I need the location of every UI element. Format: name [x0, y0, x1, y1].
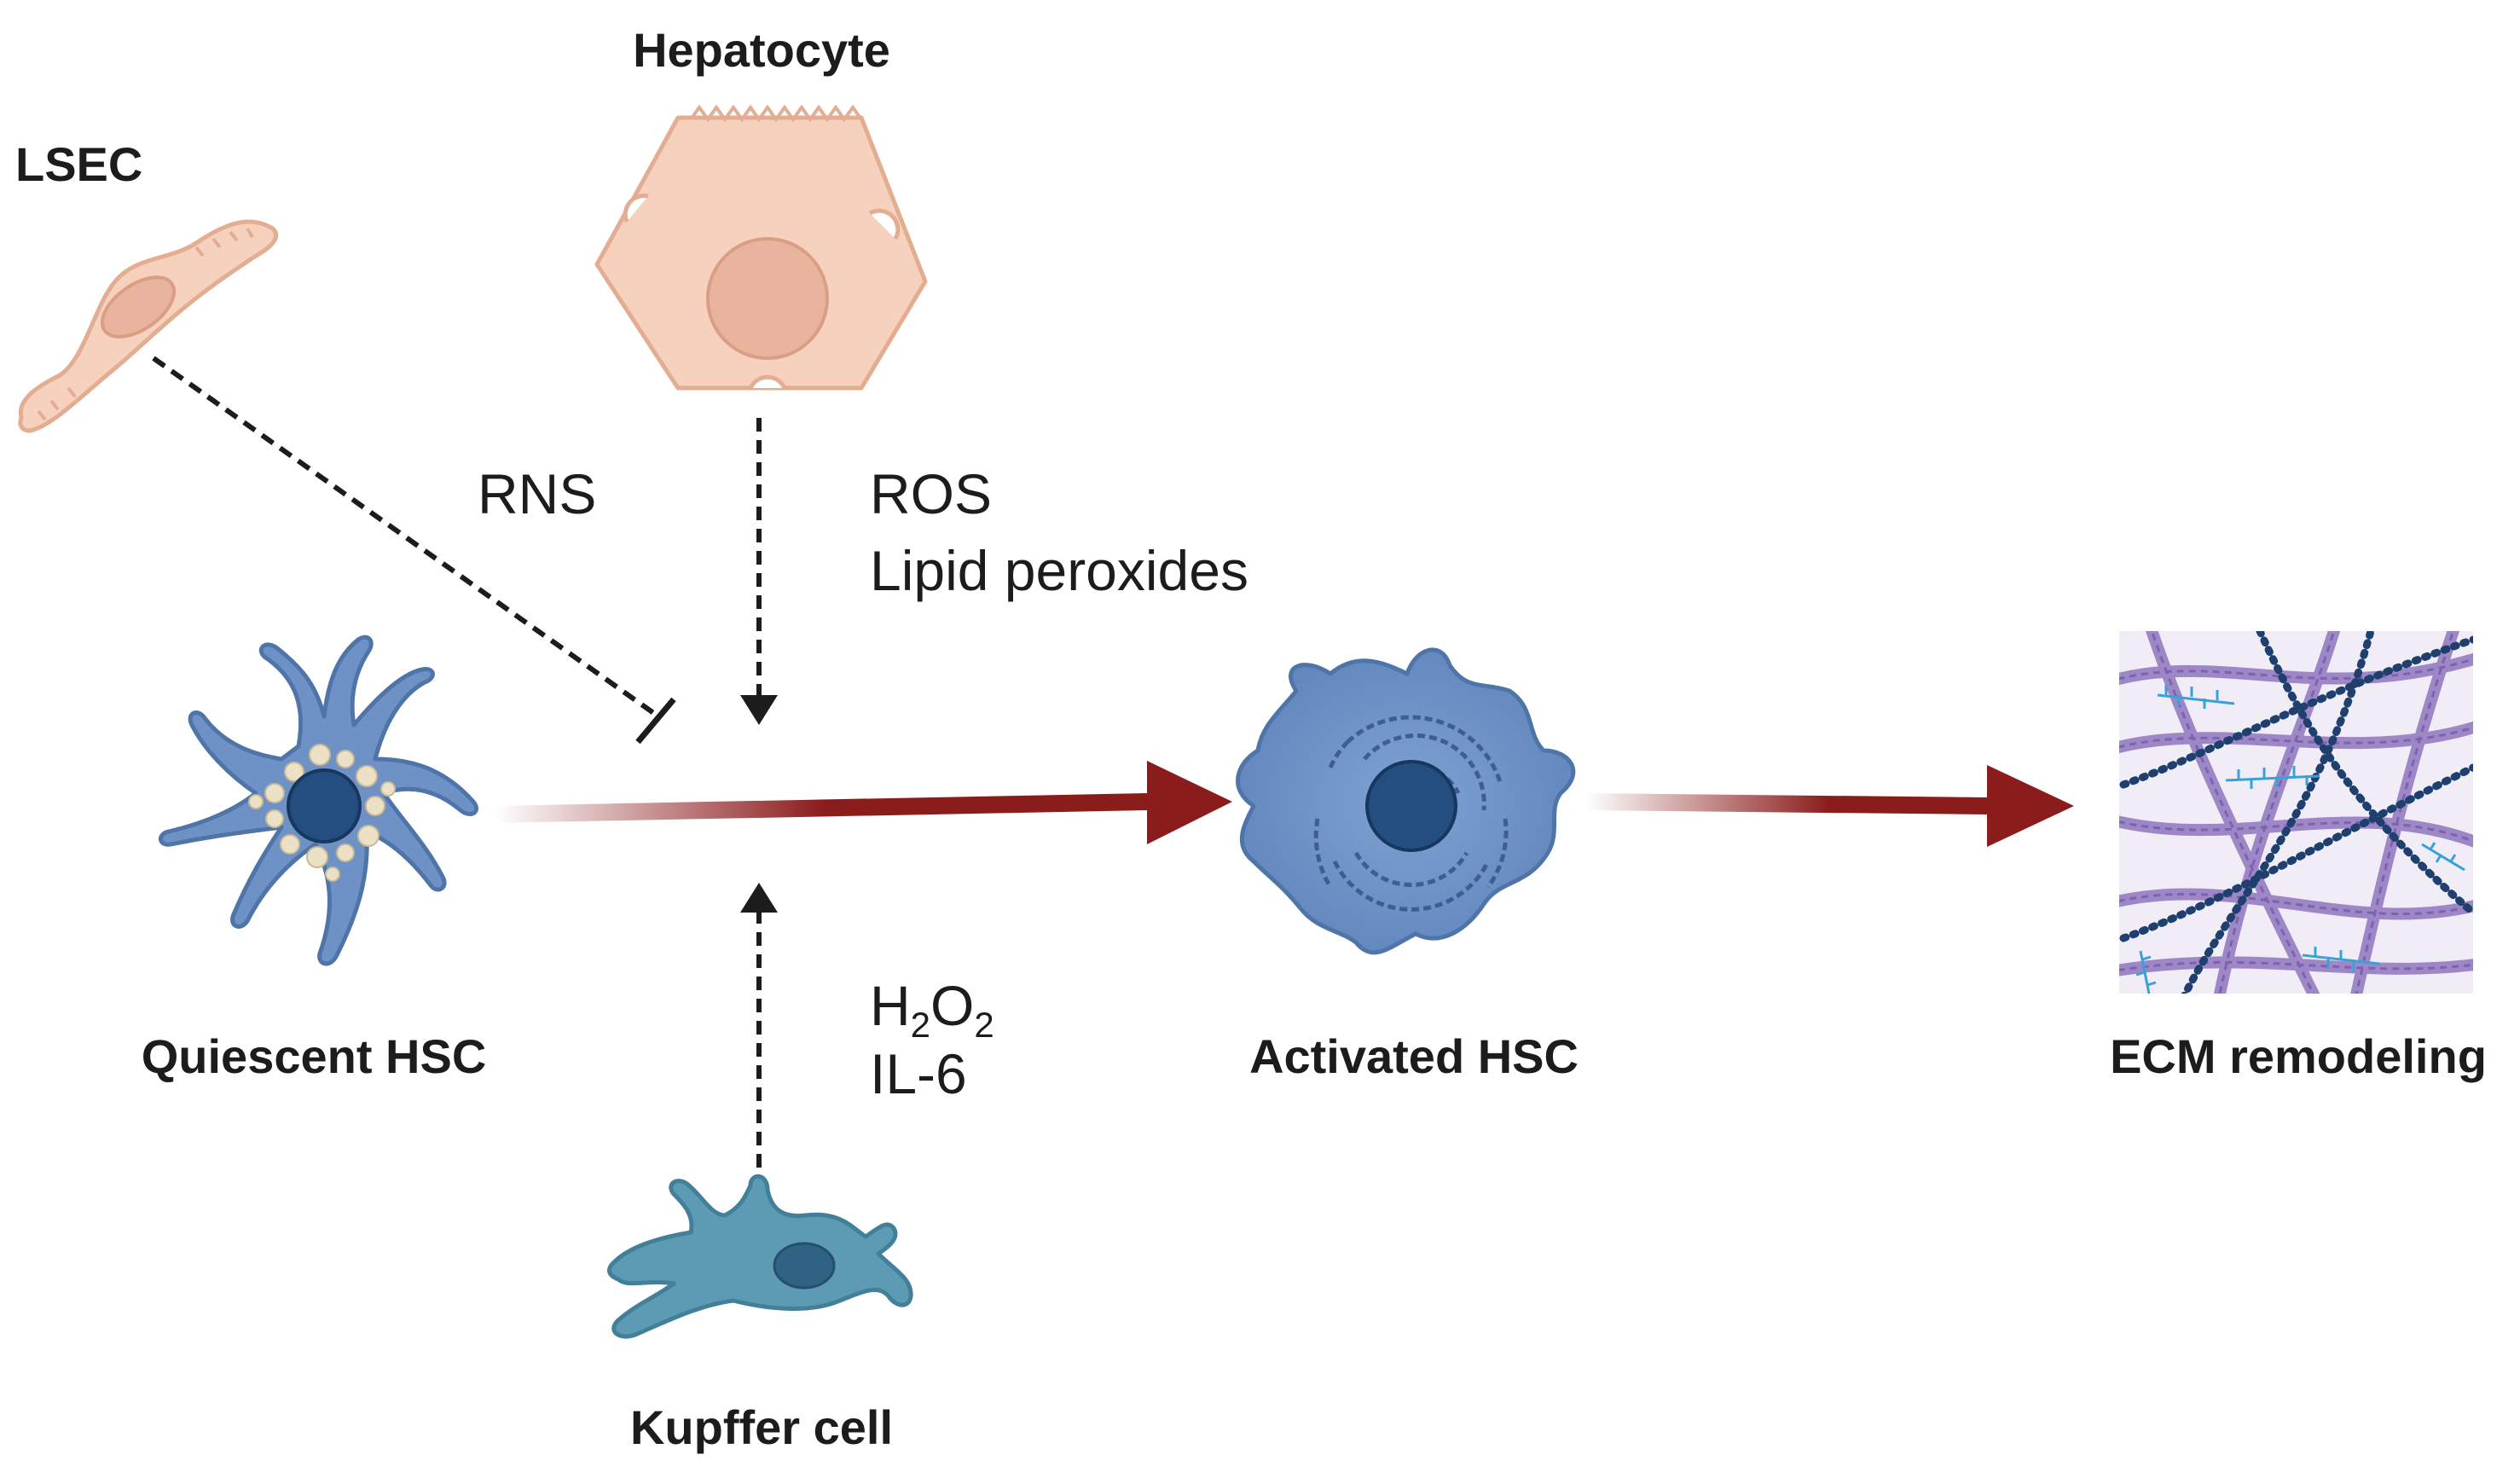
- quiescent-hsc-cell-icon: [159, 635, 479, 966]
- rns-label: RNS: [478, 462, 596, 525]
- il6-label: IL-6: [870, 1042, 967, 1105]
- activation-arrow-main: [495, 761, 1232, 844]
- quiescent-hsc-label: Quiescent HSC: [142, 1029, 487, 1083]
- h2o2-label: H2O2: [870, 974, 994, 1045]
- kupffer-activation-edge: [740, 883, 778, 1190]
- lipid-peroxides-label: Lipid peroxides: [870, 539, 1248, 602]
- lsec-label: LSEC: [15, 137, 142, 191]
- lsec-inhibition-edge: [152, 356, 676, 745]
- hepatocyte-label: Hepatocyte: [633, 23, 890, 77]
- hepatocyte-activation-edge: [740, 418, 778, 725]
- kupffer-cell-icon: [607, 1174, 913, 1339]
- activated-hsc-label: Activated HSC: [1249, 1029, 1579, 1083]
- ecm-remodeling-label: ECM remodeling: [2110, 1029, 2487, 1083]
- ecm-remodeling-icon: [2119, 631, 2473, 994]
- lsec-cell-icon: [18, 219, 279, 433]
- ros-label: ROS: [870, 462, 992, 525]
- remodeling-arrow: [1586, 765, 2074, 847]
- kupffer-cell-label: Kupffer cell: [630, 1400, 893, 1454]
- hepatocyte-cell-icon: [594, 104, 928, 391]
- activated-hsc-cell-icon: [1236, 647, 1576, 955]
